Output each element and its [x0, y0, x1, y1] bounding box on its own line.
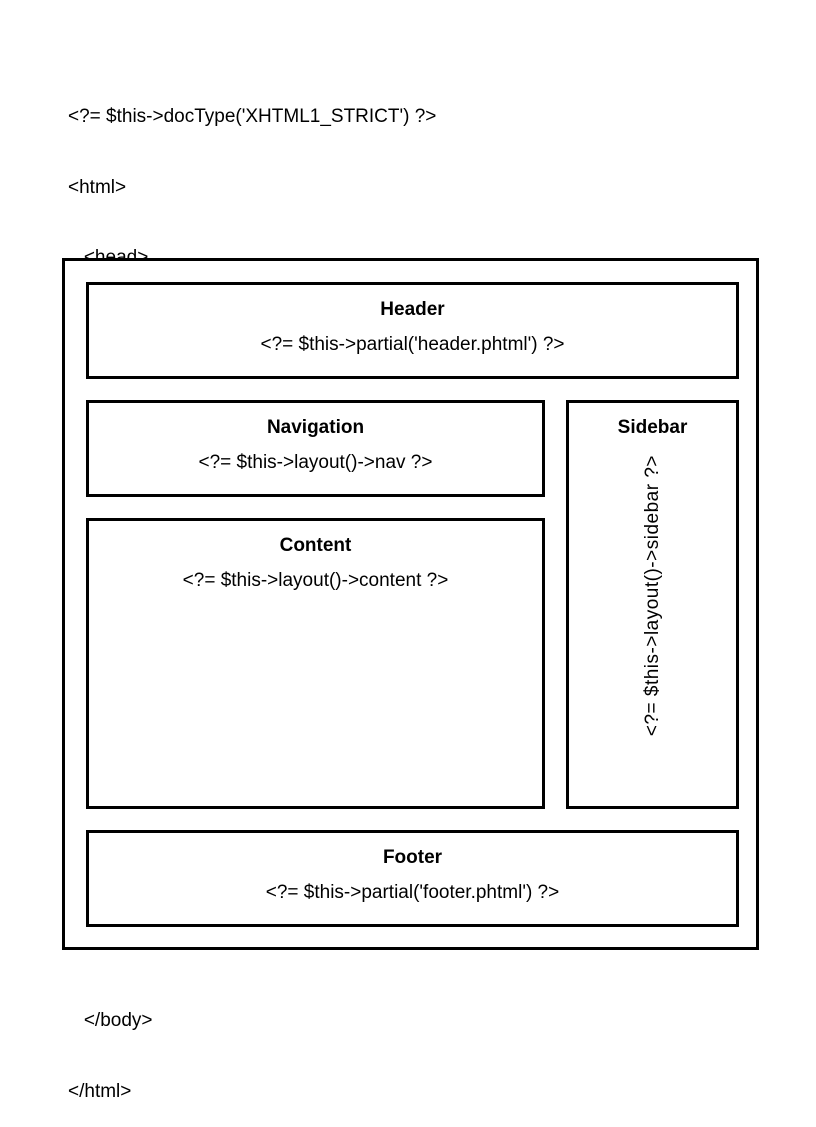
- region-header-code: <?= $this->partial('header.phtml') ?>: [260, 334, 565, 355]
- region-navigation-title: Navigation: [266, 417, 365, 438]
- region-sidebar-code: <?= $this->layout()->sidebar ?>: [642, 455, 663, 737]
- code-line-body-close: </body>: [68, 1010, 153, 1031]
- layout-body-frame: Header <?= $this->partial('header.phtml'…: [62, 258, 759, 950]
- region-navigation-code: <?= $this->layout()->nav ?>: [198, 452, 433, 473]
- region-navigation: Navigation <?= $this->layout()->nav ?>: [86, 400, 545, 497]
- region-sidebar: Sidebar <?= $this->layout()->sidebar ?>: [566, 400, 739, 809]
- region-content-title: Content: [279, 535, 352, 556]
- region-footer-code: <?= $this->partial('footer.phtml') ?>: [265, 882, 560, 903]
- region-header: Header <?= $this->partial('header.phtml'…: [86, 282, 739, 379]
- region-content-code: <?= $this->layout()->content ?>: [182, 570, 449, 591]
- code-line-html-open: <html>: [68, 176, 127, 198]
- code-line-doctype: <?= $this->docType('XHTML1_STRICT') ?>: [68, 106, 437, 127]
- bottom-source-code-block: </body> </html>: [68, 962, 153, 1127]
- region-content: Content <?= $this->layout()->content ?>: [86, 518, 545, 809]
- region-footer: Footer <?= $this->partial('footer.phtml'…: [86, 830, 739, 927]
- region-sidebar-title: Sidebar: [617, 417, 688, 438]
- region-footer-title: Footer: [382, 847, 443, 868]
- region-sidebar-code-wrap: <?= $this->layout()->sidebar ?>: [569, 455, 736, 802]
- region-header-title: Header: [380, 299, 445, 320]
- code-line-html-close: </html>: [68, 1080, 132, 1102]
